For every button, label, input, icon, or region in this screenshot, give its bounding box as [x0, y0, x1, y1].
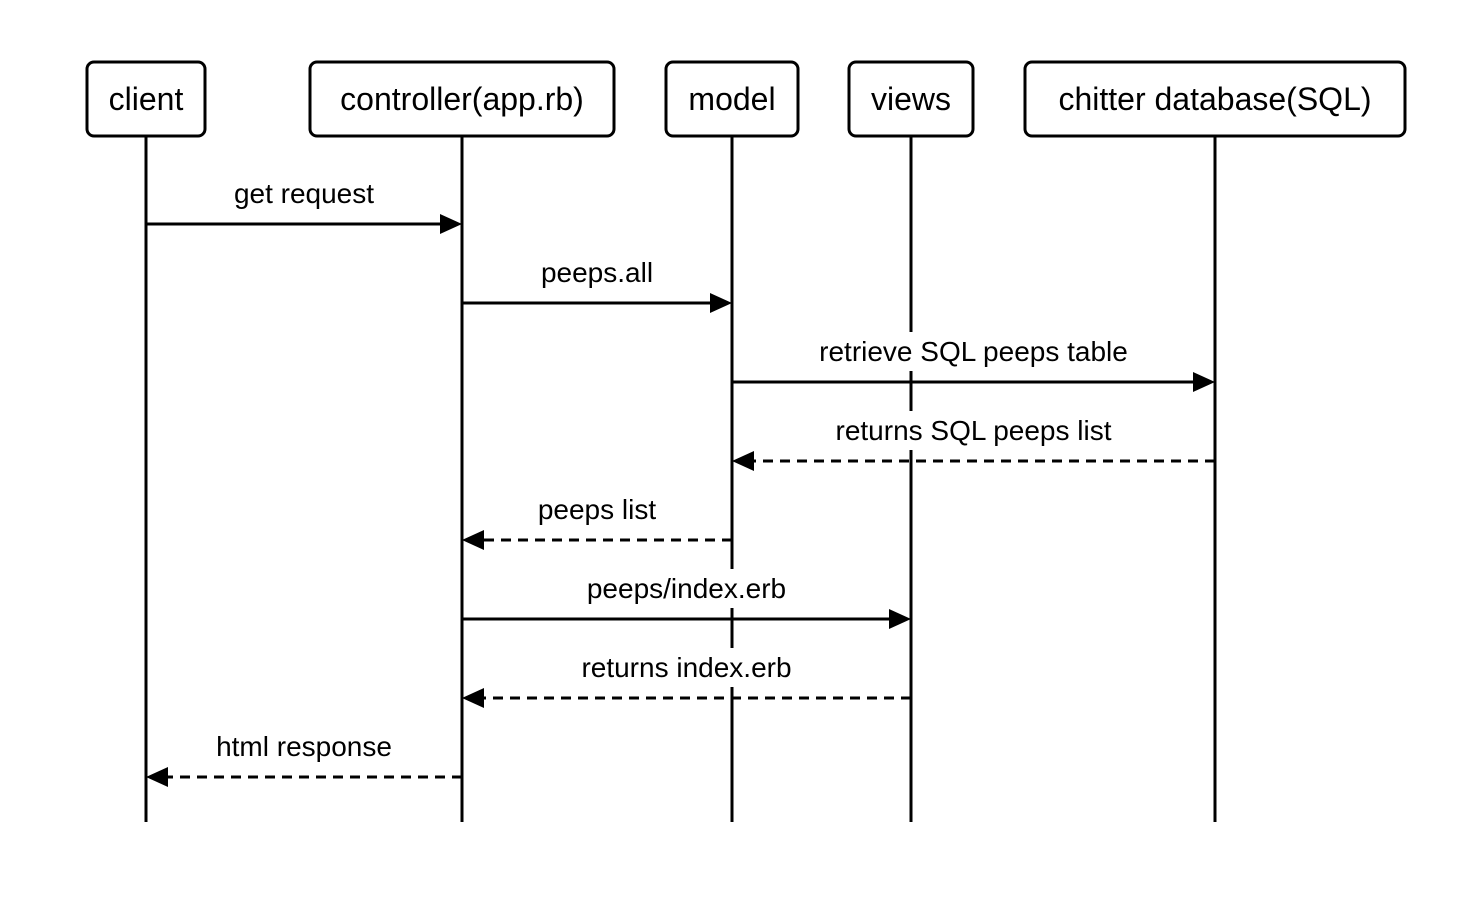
- message-label-6: peeps/index.erb: [587, 573, 786, 604]
- message-label-mask-1: [229, 174, 379, 213]
- message-6: peeps/index.erb: [462, 569, 911, 629]
- participant-model: model: [664, 60, 800, 138]
- arrowhead-3: [1193, 372, 1215, 392]
- participant-label-database: chitter database(SQL): [1058, 81, 1371, 117]
- message-4: returns SQL peeps list: [732, 411, 1215, 471]
- message-5: peeps list: [462, 490, 732, 550]
- message-label-mask-7: [577, 648, 796, 687]
- message-label-2: peeps.all: [541, 257, 653, 288]
- message-label-mask-4: [831, 411, 1116, 450]
- message-label-mask-8: [212, 727, 396, 766]
- participants: client controller(app.rb) model views chitte…: [85, 60, 1407, 138]
- participant-box-model: [664, 60, 800, 138]
- arrowhead-1: [440, 214, 462, 234]
- messages: get request peeps.all retrieve SQL peeps t…: [146, 174, 1215, 787]
- participant-label-controller: controller(app.rb): [340, 81, 584, 117]
- message-label-4: returns SQL peeps list: [836, 415, 1112, 446]
- message-label-8: html response: [216, 731, 392, 762]
- arrowhead-8: [146, 767, 168, 787]
- arrowhead-2: [710, 293, 732, 313]
- message-2: peeps.all: [462, 253, 732, 313]
- message-8: html response: [146, 727, 462, 787]
- participant-label-model: model: [688, 81, 775, 117]
- participant-label-client: client: [109, 81, 184, 117]
- participant-box-controller: [308, 60, 616, 138]
- lifelines: [144, 136, 1217, 822]
- participant-controller: controller(app.rb): [308, 60, 616, 138]
- message-label-1: get request: [234, 178, 374, 209]
- participant-client: client: [85, 60, 207, 138]
- message-label-mask-6: [582, 569, 791, 608]
- message-label-mask-3: [815, 332, 1132, 371]
- message-3: retrieve SQL peeps table: [732, 332, 1215, 392]
- message-label-5: peeps list: [538, 494, 657, 525]
- participant-views: views: [847, 60, 975, 138]
- participant-box-client: [85, 60, 207, 138]
- participant-database: chitter database(SQL): [1023, 60, 1407, 138]
- message-label-3: retrieve SQL peeps table: [819, 336, 1128, 367]
- arrowhead-7: [462, 688, 484, 708]
- message-1: get request: [146, 174, 462, 234]
- message-label-mask-2: [536, 253, 658, 292]
- participant-label-views: views: [871, 81, 951, 117]
- participant-box-database: [1023, 60, 1407, 138]
- arrowhead-4: [732, 451, 754, 471]
- arrowhead-5: [462, 530, 484, 550]
- message-7: returns index.erb: [462, 648, 911, 708]
- message-label-7: returns index.erb: [581, 652, 791, 683]
- message-label-mask-5: [533, 490, 661, 529]
- participant-box-views: [847, 60, 975, 138]
- arrowhead-6: [889, 609, 911, 629]
